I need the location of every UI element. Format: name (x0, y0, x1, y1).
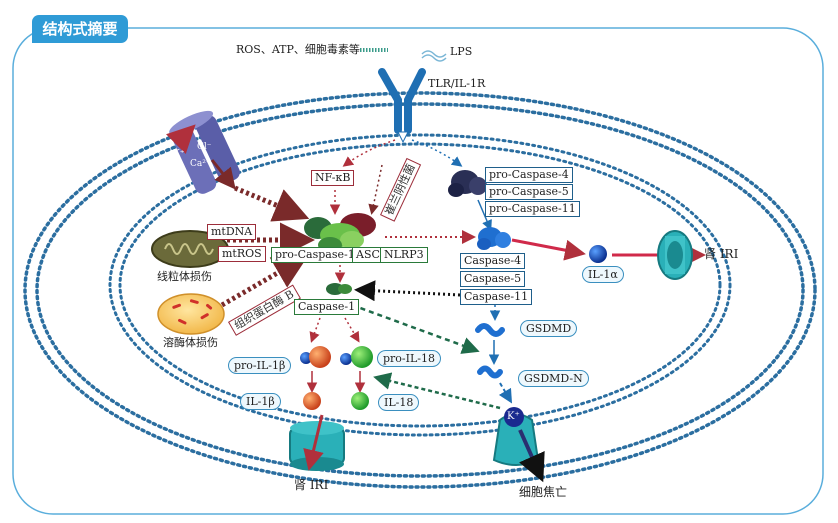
il18-pill: IL-18 (378, 394, 420, 411)
pro-il18-pill: pro-IL-18 (377, 350, 442, 367)
il1a-pill: IL-1α (582, 266, 624, 283)
gsdmd-molecule-icon (475, 323, 505, 337)
k-ion-pore-label: K⁺ (507, 411, 520, 422)
outer-frame (12, 27, 824, 515)
caspase-11-box: Caspase-11 (460, 289, 533, 305)
il1b-pill: IL-1β (240, 393, 281, 410)
mtros-box: mtROS (218, 246, 266, 262)
pro-caspase-11-box: pro-Caspase-11 (485, 201, 580, 217)
kidney-iri-right-label: 肾 IRI (704, 247, 739, 261)
il1b-out-arrow (303, 414, 324, 471)
nfkb-box: NF-κB (311, 170, 355, 186)
mitochondrion-icon (151, 230, 229, 268)
ros-label: ROS、ATP、细胞毒素等 (236, 43, 360, 56)
kidney-iri-bottom-label: 肾 IRI (294, 478, 329, 492)
tlr-receptor-icon (378, 68, 426, 144)
lysosome-icon (157, 293, 225, 335)
ion-arrow-brown (210, 159, 236, 190)
il18-molecule-icon (351, 392, 369, 410)
lps-squiggle (421, 50, 447, 62)
tlr-to-nfkb-arrow (342, 139, 396, 167)
caspase1-blob-icon (326, 283, 352, 295)
il1b-molecule-icon (303, 392, 321, 410)
cl-ion-label: Cl⁻ (197, 142, 212, 152)
pro-caspase-4-box: pro-Caspase-4 (485, 167, 573, 183)
pyroptosis-label: 细胞焦亡 (519, 485, 568, 499)
nucleus-outer (108, 133, 732, 437)
gsdmdn-molecule-icon (477, 365, 503, 379)
header-title: 结构式摘要 (32, 15, 128, 43)
il1a-molecule-icon (589, 245, 607, 263)
ca-ion-label: Ca²⁺ (190, 159, 211, 169)
caspase1-box: Caspase-1 (294, 299, 360, 315)
receptor-label: TLR/IL-1R (428, 77, 486, 90)
ion-to-nlrp3-arrow (234, 185, 310, 222)
gsdmdn-to-pore-arrow (498, 382, 513, 404)
pro-caspase1-box: pro-Caspase-1 (271, 247, 359, 263)
kidney-channel-right-icon (657, 230, 693, 280)
pro-il1b-pill: pro-IL-1β (228, 357, 292, 374)
caspase-to-il1a-arrow (511, 238, 586, 261)
pro-caspase-5-box: pro-Caspase-5 (485, 184, 573, 200)
pro-il18-molecule-icon (340, 346, 373, 368)
gsdmd-pill: GSDMD (520, 320, 578, 337)
nlrp3-box: NLRP3 (380, 247, 428, 263)
caspase11-to-caspase1-arrow (354, 280, 461, 302)
caspase1-to-proil18-arrow (344, 317, 360, 343)
lyso-damage-label: 溶酶体损伤 (163, 336, 218, 349)
caspase-4-box: Caspase-4 (460, 253, 526, 269)
lps-label: LPS (450, 45, 473, 58)
k-ion-label: K⁺ (173, 149, 185, 159)
gsdmd-n-pill: GSDMD-N (518, 370, 589, 387)
caspase1-to-proil1b-arrow (309, 317, 321, 343)
ion-arrow-purple (165, 124, 196, 155)
inhibitor-arrow (368, 164, 383, 215)
caspase-5-box: Caspase-5 (460, 271, 526, 287)
mito-damage-label: 线粒体损伤 (157, 270, 212, 283)
nucleus-inner (118, 142, 722, 428)
cell-membrane-outer (23, 91, 817, 489)
caspase1-to-gsdmd-arrow (351, 303, 480, 354)
pyroptosis-pore-icon (492, 413, 545, 483)
kidney-channel-bottom-icon (289, 421, 345, 471)
mtdna-box: mtDNA (207, 224, 257, 240)
cell-membrane-inner (35, 102, 805, 478)
procaspase-to-caspase-arrow (477, 199, 492, 231)
procaspase-blob-icon (448, 170, 487, 197)
pro-il1b-molecule-icon (300, 346, 331, 368)
caspase-blob-icon (477, 227, 511, 250)
k-ion-icon (504, 407, 524, 427)
